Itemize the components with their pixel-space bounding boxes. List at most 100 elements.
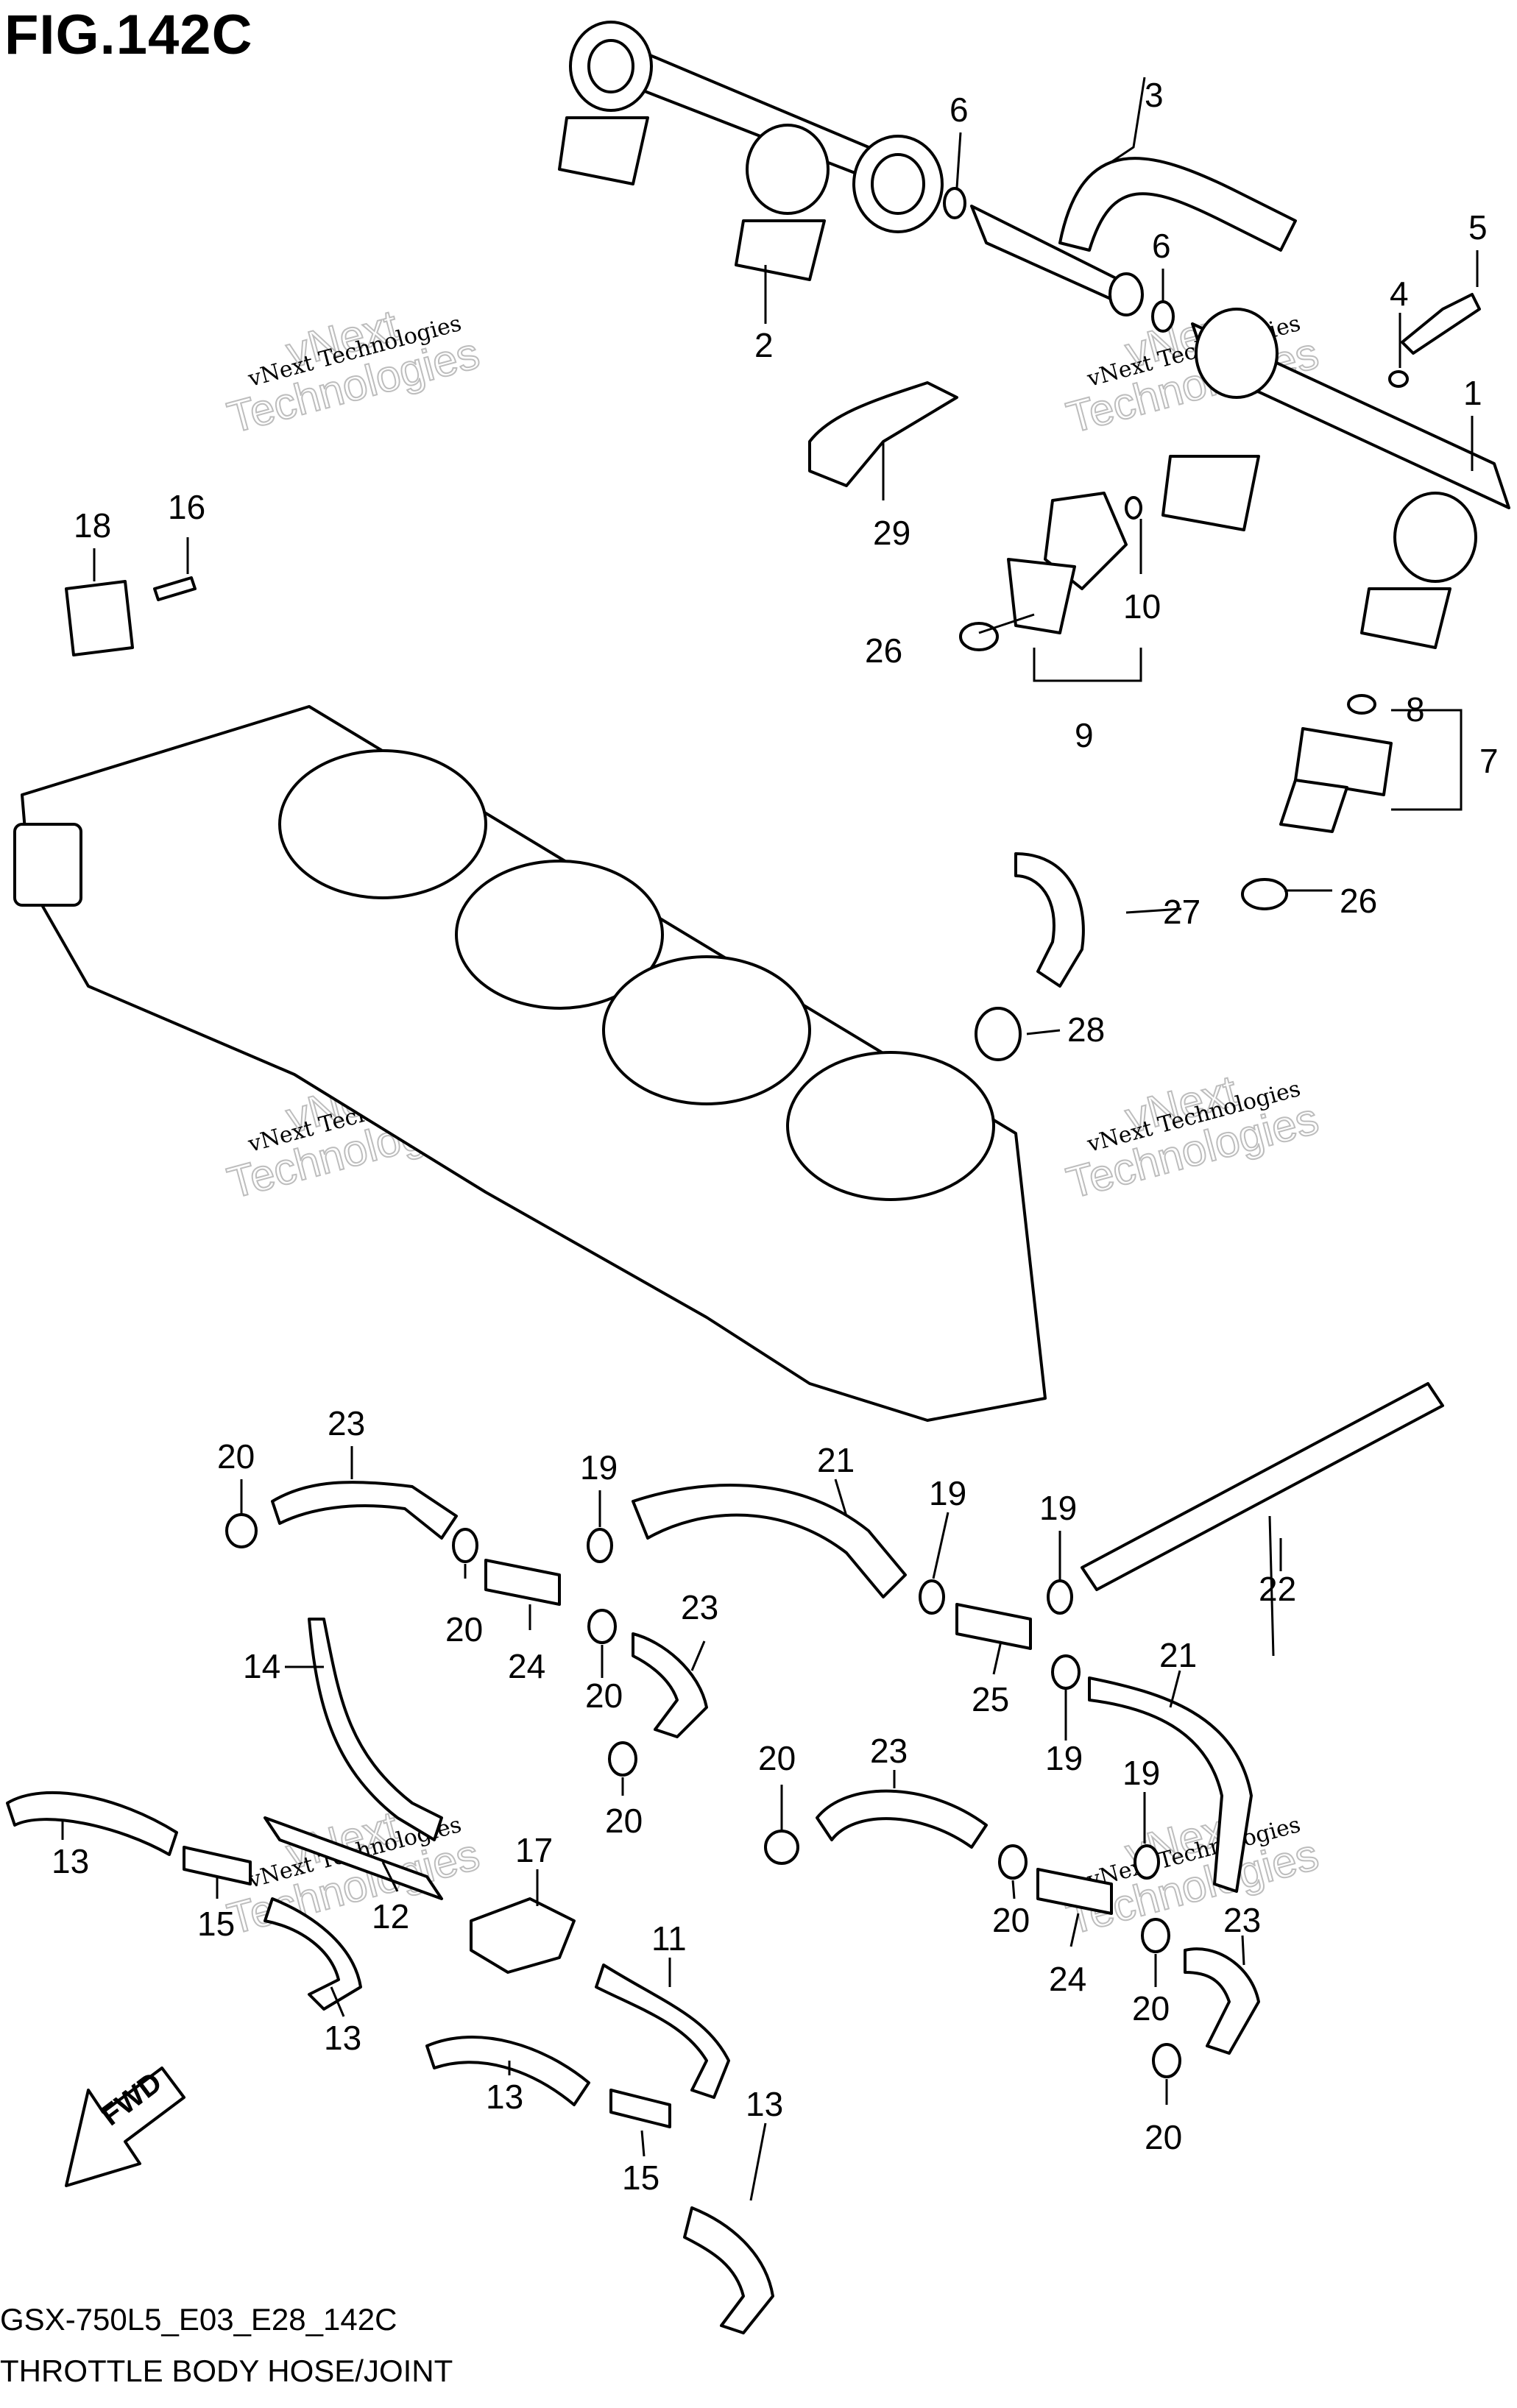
joint-24-upper [484,1559,561,1606]
callout-17: 17 [515,1831,553,1869]
callout-29: 29 [873,514,910,552]
callout-13-mid-left: 13 [324,2019,361,2057]
callout-18: 18 [74,506,111,545]
watermark-6: vNext Technologies vNext Technologies [1061,1801,1324,1944]
watermark-4: vNext Technologies vNext Technologies [1061,1065,1324,1208]
hose-23-upper-left [271,1481,458,1540]
callout-26-upper: 26 [865,631,902,670]
callout-13-left: 13 [52,1842,89,1880]
callout-25: 25 [972,1680,1009,1718]
watermark-2: vNext Technologies vNext Technologies [1061,300,1324,443]
callout-7: 7 [1479,742,1499,780]
callout-13-bottom-left: 13 [486,2078,523,2116]
callout-28: 28 [1067,1010,1105,1049]
fuel-injector-7 [1241,694,1393,910]
upper-fuel-rail [558,21,944,281]
callout-4: 4 [1390,275,1409,313]
o-ring-6-lower [1151,300,1175,333]
callout-21-upper: 21 [817,1441,855,1479]
callout-20-top-left: 20 [217,1437,255,1476]
bolt-5 [1401,293,1481,355]
callout-6-lower: 6 [1152,227,1171,265]
callout-21-lower: 21 [1159,1636,1197,1674]
callout-20-right-mid: 20 [1132,1989,1170,2028]
callout-22: 22 [1259,1570,1296,1608]
callout-19-mid: 19 [929,1474,966,1512]
hose-14 [308,1618,443,1841]
callout-1: 1 [1463,374,1482,412]
callout-23-lower-mid: 23 [870,1732,908,1770]
hose-23-middle [632,1632,708,1738]
throttle-body-assembly [13,705,1047,1422]
joint-25 [955,1603,1032,1650]
part-12 [264,1816,443,1900]
callout-24-upper: 24 [508,1647,545,1685]
figure-name: THROTTLE BODY HOSE/JOINT [0,2354,453,2388]
hose-11 [595,1963,730,2099]
screw-16 [153,576,197,601]
clamp-28 [975,1007,1022,1061]
joint-end [1108,272,1144,316]
watermark-1: vNext Technologies vNext Technologies [222,300,485,443]
callout-3: 3 [1145,76,1164,114]
o-ring-6-upper [943,187,966,219]
callout-9: 9 [1075,716,1094,754]
figure-code: GSX-750L5_E03_E28_142C [0,2302,397,2337]
hose-13-left [6,1791,178,1856]
fwd-arrow: FWD [65,2066,185,2187]
hose-13-bottom [683,2206,774,2334]
hose-13-mid-left [264,1897,362,2011]
callout-26-lower: 26 [1340,882,1377,920]
callout-20-mid-lower: 20 [605,1802,643,1840]
callout-12: 12 [372,1897,409,1936]
callout-23-right: 23 [1223,1901,1261,1939]
hose-13-bottom-left [425,2036,590,2106]
sensor-18 [65,580,134,656]
callout-8: 8 [1406,690,1425,729]
hose-23-right [1184,1947,1260,2055]
callout-14: 14 [243,1647,280,1685]
hose-21-upper [632,1483,907,1598]
callout-19-far-right: 19 [1122,1754,1160,1792]
lower-fuel-rail [1161,308,1510,649]
leader-lines [61,77,1479,2201]
callout-15-lower: 15 [622,2159,660,2197]
hose-23-lower-middle [816,1789,988,1849]
joint-24-lower [1036,1868,1113,1915]
callout-15-upper: 15 [197,1905,235,1943]
callout-19-left: 19 [580,1448,618,1487]
o-ring-10 [1125,496,1142,520]
callout-10: 10 [1123,587,1161,626]
hose-21-lower [1088,1676,1253,1893]
washer-4 [1388,370,1409,388]
callout-16: 16 [168,488,205,526]
joint-15-upper [183,1846,252,1885]
callout-19-lower: 19 [1045,1739,1083,1777]
clip-29 [808,381,958,487]
fuel-hose-3 [1058,157,1297,252]
callout-6-upper: 6 [950,91,969,129]
callout-20-lower-right: 20 [992,1901,1030,1939]
callout-27: 27 [1163,893,1200,931]
callout-labels: 3 6 6 5 4 1 2 29 10 26 9 8 7 26 27 28 16… [52,76,1499,2197]
callout-20-lower-mid: 20 [758,1739,796,1777]
callout-23-mid: 23 [681,1588,718,1626]
callout-2: 2 [754,326,774,364]
fitting-17 [470,1897,576,1974]
callout-19-right: 19 [1039,1489,1077,1527]
callout-5: 5 [1468,208,1488,247]
callout-13-bottom: 13 [746,2085,783,2123]
callout-23-top-left: 23 [328,1404,365,1442]
callout-11: 11 [651,1919,687,1958]
callout-20-left-lower: 20 [445,1610,483,1649]
callout-20-mid-upper: 20 [585,1676,623,1715]
hose-22 [1081,1382,1444,1591]
figure-title: FIG.142C [4,4,253,66]
hose-27 [1014,852,1085,988]
joint-15-lower [609,2089,671,2128]
clamps [225,1513,1181,2078]
callout-20-right-bottom: 20 [1145,2118,1182,2156]
fuel-injector-9 [959,492,1128,651]
callout-24-lower: 24 [1049,1960,1086,1998]
